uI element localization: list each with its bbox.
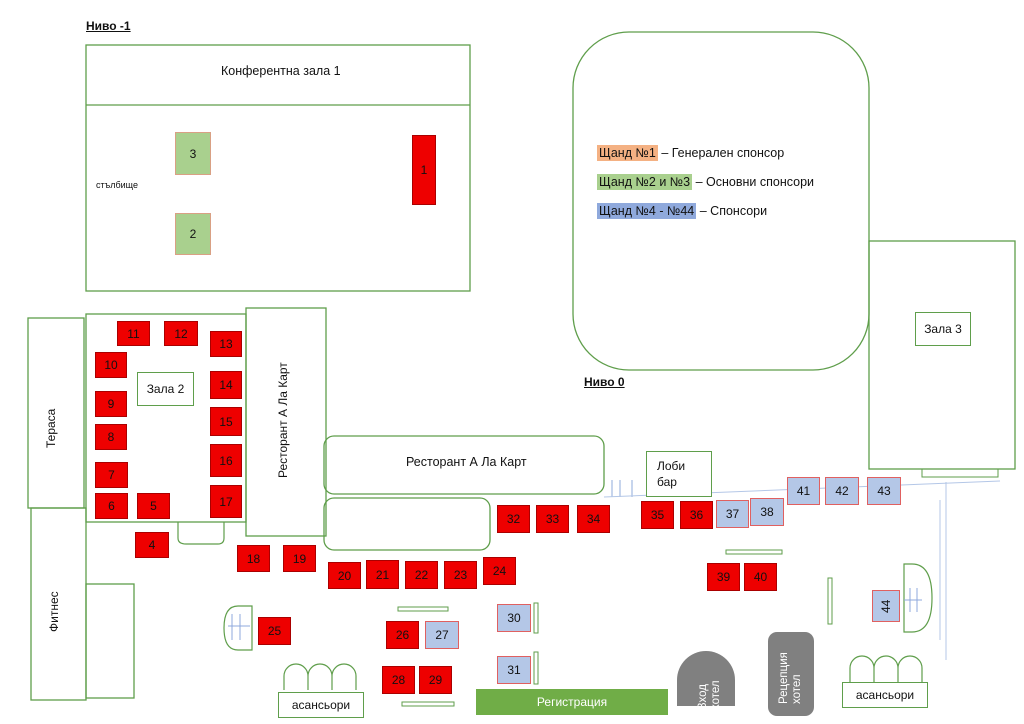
booth-32[interactable]: 32 [497,505,530,533]
booth-18[interactable]: 18 [237,545,270,572]
booth-4[interactable]: 4 [135,532,169,558]
booth-29[interactable]: 29 [419,666,452,694]
legend-key-sponsor: Щанд №4 - №44 [597,203,697,219]
legend-key-main: Щанд №2 и №3 [597,174,693,190]
booth-17[interactable]: 17 [210,485,242,518]
booth-2[interactable]: 2 [175,213,211,255]
booth-13[interactable]: 13 [210,331,242,357]
booth-8[interactable]: 8 [95,424,127,450]
booth-16[interactable]: 16 [210,444,242,477]
legend-row-general: Щанд №1 – Генерален спонсор [597,145,785,161]
conference-hall-outline [85,44,471,292]
restaurant-vertical-label: Ресторант А Ла Карт [276,362,290,478]
booth-44[interactable]: 44 [872,590,900,622]
booth-37[interactable]: 37 [716,500,749,528]
restaurant-vertical-outline [245,307,327,537]
booth-43[interactable]: 43 [867,477,901,505]
booth-7[interactable]: 7 [95,462,128,488]
stage-label: стълбище [96,180,138,190]
booth-35[interactable]: 35 [641,501,674,529]
booth-31[interactable]: 31 [497,656,531,684]
hall-3-block [868,240,1016,470]
booth-3[interactable]: 3 [175,132,211,175]
elevators-left: асансьори [278,692,364,718]
booth-20[interactable]: 20 [328,562,361,589]
booth-25[interactable]: 25 [258,617,291,645]
elevator-doors-left [283,663,357,690]
hall-3-room: Зала 3 [915,312,971,346]
lobby-bar-room: Лоби бар [646,451,712,497]
elevators-right: асансьори [842,682,928,708]
booth-30[interactable]: 30 [497,604,531,632]
legend-text-general: – Генерален спонсор [657,146,785,160]
lobby-bar-label: Лоби бар [657,459,686,489]
hotel-reception-label: Рецепция хотел [778,652,803,704]
booth-38[interactable]: 38 [750,498,784,526]
legend-zone [572,31,870,371]
booth-42[interactable]: 42 [825,477,859,505]
legend-key-general: Щанд №1 [597,145,658,161]
booth-36[interactable]: 36 [680,501,713,529]
booth-22[interactable]: 22 [405,561,438,589]
booth-6[interactable]: 6 [95,493,128,519]
booth-34[interactable]: 34 [577,505,610,533]
elevator-doors-right [849,655,923,682]
level-0-label: Ниво 0 [584,375,625,389]
booth-23[interactable]: 23 [444,561,477,589]
legend-text-main: – Основни спонсори [692,175,815,189]
legend-row-sponsor: Щанд №4 - №44 – Спонсори [597,203,768,219]
hotel-entrance-shape [677,651,735,706]
booth-14[interactable]: 14 [210,371,242,399]
restaurant-horizontal-label: Ресторант А Ла Карт [406,455,527,469]
booth-26[interactable]: 26 [386,621,419,649]
booth-9[interactable]: 9 [95,391,127,417]
booth-39[interactable]: 39 [707,563,740,591]
booth-10[interactable]: 10 [95,352,127,378]
legend-text-sponsor: – Спонсори [696,204,768,218]
booth-41[interactable]: 41 [787,477,820,505]
booth-24[interactable]: 24 [483,557,516,585]
level-minus-1-label: Ниво -1 [86,19,131,33]
booth-12[interactable]: 12 [164,321,198,346]
booth-1[interactable]: 1 [412,135,436,205]
booth-27[interactable]: 27 [425,621,459,649]
booth-15[interactable]: 15 [210,407,242,436]
legend-row-main: Щанд №2 и №3 – Основни спонсори [597,174,815,190]
booth-33[interactable]: 33 [536,505,569,533]
booth-11[interactable]: 11 [117,321,150,346]
booth-40[interactable]: 40 [744,563,777,591]
booth-21[interactable]: 21 [366,560,399,589]
booth-19[interactable]: 19 [283,545,316,572]
fitness-label: Фитнес [47,591,61,632]
registration-desk: Регистрация [476,689,668,715]
conference-hall-1-label: Конферентна зала 1 [221,64,341,78]
hotel-reception-shape [768,632,814,716]
booth-5[interactable]: 5 [137,493,170,519]
hotel-entrance-label: Вход хотел [697,680,722,710]
hall-2-room: Зала 2 [137,372,194,406]
booth-28[interactable]: 28 [382,666,415,694]
terrace-label: Тераса [44,408,58,448]
restaurant-horizontal-outline [323,435,605,495]
